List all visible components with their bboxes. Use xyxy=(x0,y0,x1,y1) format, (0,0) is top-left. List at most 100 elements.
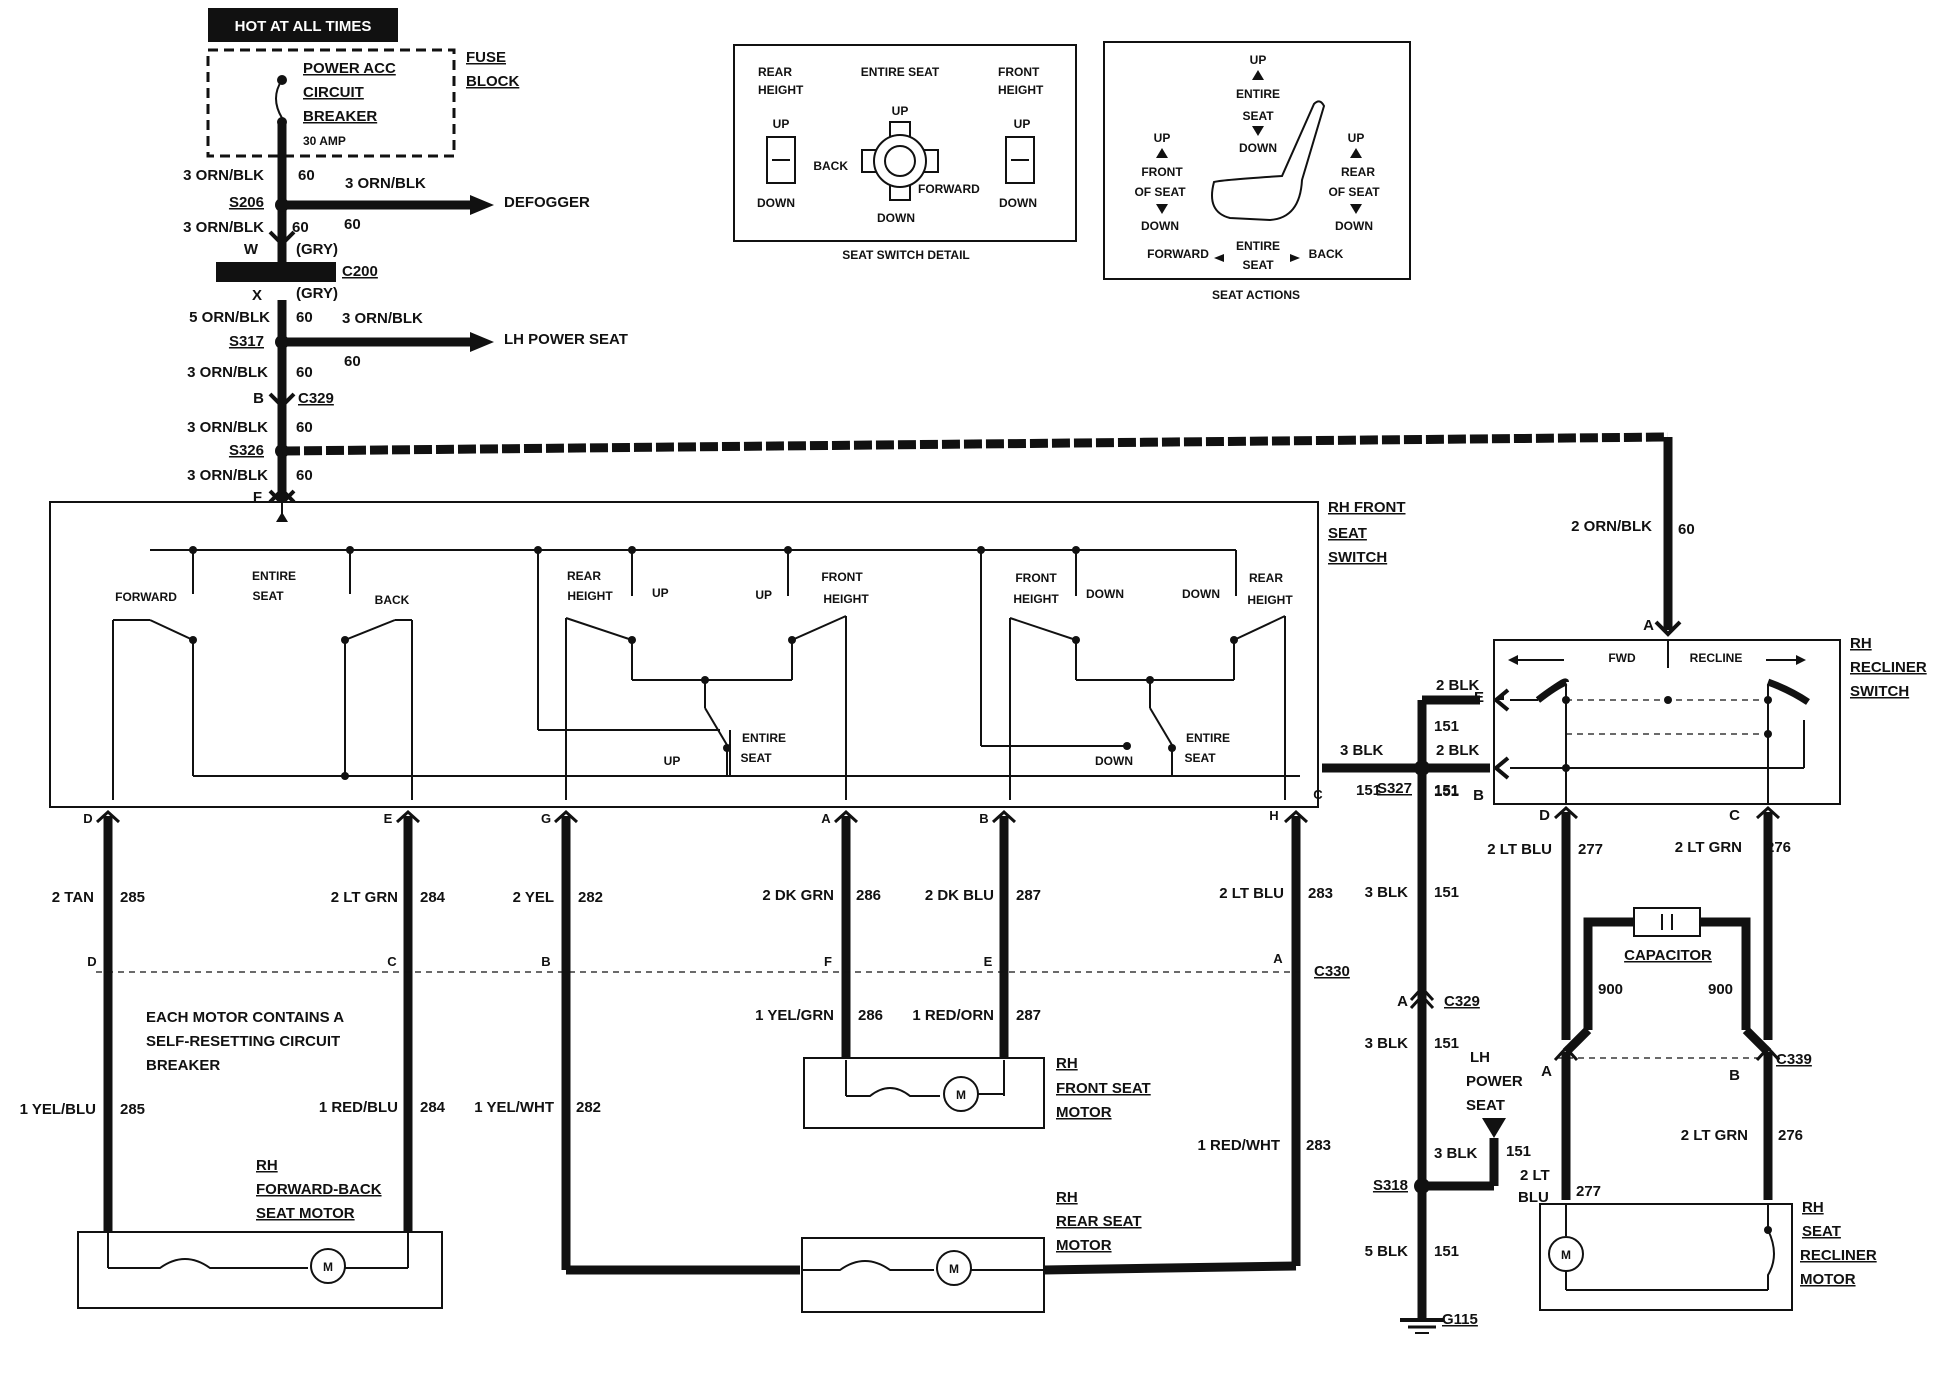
fuse-block: POWER ACC CIRCUIT BREAKER 30 AMP FUSE BL… xyxy=(206,48,519,158)
svg-text:900: 900 xyxy=(1598,981,1623,998)
svg-text:OF SEAT: OF SEAT xyxy=(1134,185,1186,199)
svg-text:E: E xyxy=(384,811,393,826)
svg-text:DOWN: DOWN xyxy=(1335,219,1373,233)
svg-text:DOWN: DOWN xyxy=(1095,754,1133,768)
rh-recliner-switch: RH RECLINER SWITCH FWD RECLINE E B 2 BLK… xyxy=(1434,635,1927,824)
svg-text:G115: G115 xyxy=(1442,1311,1478,1328)
svg-text:DOWN: DOWN xyxy=(1141,219,1179,233)
svg-text:X: X xyxy=(252,287,262,304)
svg-text:UP: UP xyxy=(892,104,909,118)
svg-text:BLU: BLU xyxy=(1518,1189,1549,1206)
svg-text:60: 60 xyxy=(344,353,361,370)
svg-text:SEAT: SEAT xyxy=(1328,525,1367,542)
svg-text:UP: UP xyxy=(1014,117,1031,131)
feed-labels: 3 ORN/BLK 60 S206 3 ORN/BLK DEFOGGER 3 O… xyxy=(183,167,628,506)
svg-text:RH: RH xyxy=(1056,1055,1078,1072)
svg-text:DOWN: DOWN xyxy=(1182,587,1220,601)
svg-text:OF SEAT: OF SEAT xyxy=(1328,185,1380,199)
svg-text:151: 151 xyxy=(1356,782,1381,799)
main-feed-wire xyxy=(268,122,296,506)
svg-text:UP: UP xyxy=(773,117,790,131)
svg-text:60: 60 xyxy=(296,419,313,436)
svg-text:H: H xyxy=(1269,808,1278,823)
c200-connector: C200 xyxy=(216,262,378,282)
svg-text:60: 60 xyxy=(1678,521,1695,538)
svg-text:G: G xyxy=(541,811,551,826)
svg-text:POWER ACC: POWER ACC xyxy=(303,60,396,77)
svg-text:ENTIRE: ENTIRE xyxy=(1236,239,1280,253)
svg-text:B: B xyxy=(1729,1067,1740,1084)
svg-text:SELF-RESETTING CIRCUIT: SELF-RESETTING CIRCUIT xyxy=(146,1033,340,1050)
svg-text:FORWARD-BACK: FORWARD-BACK xyxy=(256,1181,382,1198)
svg-text:HEIGHT: HEIGHT xyxy=(998,83,1044,97)
svg-text:RECLINE: RECLINE xyxy=(1690,651,1743,665)
svg-text:A: A xyxy=(1541,1063,1552,1080)
svg-text:151: 151 xyxy=(1434,783,1459,800)
motor-note: EACH MOTOR CONTAINS A xyxy=(146,1009,344,1026)
svg-text:DOWN: DOWN xyxy=(757,196,795,210)
svg-text:UP: UP xyxy=(664,754,681,768)
rh-front-seat-motor: M RH FRONT SEAT MOTOR xyxy=(803,1055,1151,1129)
svg-text:A: A xyxy=(1397,993,1408,1010)
svg-text:LH POWER SEAT: LH POWER SEAT xyxy=(504,331,628,348)
svg-text:3 BLK: 3 BLK xyxy=(1365,884,1409,901)
c330-connector: D C B F E A C330 xyxy=(87,951,1350,980)
svg-text:HEIGHT: HEIGHT xyxy=(823,592,869,606)
svg-text:283: 283 xyxy=(1306,1137,1331,1154)
svg-text:SEAT: SEAT xyxy=(740,751,772,765)
svg-text:S317: S317 xyxy=(229,333,264,350)
svg-text:(GRY): (GRY) xyxy=(296,285,338,302)
svg-text:3 ORN/BLK: 3 ORN/BLK xyxy=(345,175,426,192)
svg-text:284: 284 xyxy=(420,889,446,906)
svg-text:RECLINER: RECLINER xyxy=(1850,659,1927,676)
svg-text:276: 276 xyxy=(1778,1127,1803,1144)
svg-text:BACK: BACK xyxy=(1309,247,1344,261)
svg-text:(GRY): (GRY) xyxy=(296,241,338,258)
recliner-motor-wires: CAPACITOR 900 900 2 LT BLU 277 2 LT GRN … xyxy=(1487,805,1812,1206)
svg-text:SEAT: SEAT xyxy=(1466,1097,1505,1114)
svg-text:2 BLK: 2 BLK xyxy=(1436,742,1480,759)
svg-text:MOTOR: MOTOR xyxy=(1056,1104,1112,1121)
svg-text:283: 283 xyxy=(1308,885,1333,902)
svg-text:1 RED/BLU: 1 RED/BLU xyxy=(319,1099,398,1116)
svg-text:277: 277 xyxy=(1576,1183,1601,1200)
svg-text:REAR: REAR xyxy=(1249,571,1283,585)
svg-text:FRONT: FRONT xyxy=(1015,571,1057,585)
svg-text:5 BLK: 5 BLK xyxy=(1365,1243,1409,1260)
svg-text:2 ORN/BLK: 2 ORN/BLK xyxy=(1571,518,1652,535)
seat-actions-panel: UP ENTIRE SEAT DOWN UP FRONT OF SEAT DOW… xyxy=(1103,41,1411,302)
svg-text:UP: UP xyxy=(1250,53,1267,67)
svg-text:BREAKER: BREAKER xyxy=(303,108,377,125)
svg-text:S318: S318 xyxy=(1373,1177,1408,1194)
svg-text:SWITCH: SWITCH xyxy=(1328,549,1387,566)
svg-text:60: 60 xyxy=(344,216,361,233)
svg-text:RH: RH xyxy=(1802,1199,1824,1216)
svg-text:ENTIRE: ENTIRE xyxy=(742,731,786,745)
svg-text:FORWARD: FORWARD xyxy=(918,182,980,196)
svg-text:HOT AT ALL TIMES: HOT AT ALL TIMES xyxy=(235,18,372,35)
svg-text:60: 60 xyxy=(298,167,315,184)
svg-text:2 TAN: 2 TAN xyxy=(52,889,94,906)
svg-text:F: F xyxy=(824,954,832,969)
rh-front-seat-switch: RH FRONT SEAT SWITCH FORWARD ENTIRE SEAT… xyxy=(49,499,1406,826)
svg-text:FRONT: FRONT xyxy=(1141,165,1183,179)
svg-text:3 BLK: 3 BLK xyxy=(1340,742,1384,759)
svg-text:SEAT: SEAT xyxy=(1242,258,1274,272)
svg-text:C329: C329 xyxy=(298,390,334,407)
svg-text:HEIGHT: HEIGHT xyxy=(1247,593,1293,607)
svg-text:REAR SEAT: REAR SEAT xyxy=(1056,1213,1142,1230)
svg-text:3 ORN/BLK: 3 ORN/BLK xyxy=(183,219,264,236)
svg-text:151: 151 xyxy=(1434,782,1459,799)
svg-text:MOTOR: MOTOR xyxy=(1056,1237,1112,1254)
svg-text:S206: S206 xyxy=(229,194,264,211)
svg-text:3 ORN/BLK: 3 ORN/BLK xyxy=(183,167,264,184)
rh-rear-seat-motor: M RH REAR SEAT MOTOR xyxy=(801,1189,1142,1313)
svg-text:2 DK GRN: 2 DK GRN xyxy=(762,887,834,904)
svg-text:BLOCK: BLOCK xyxy=(466,73,519,90)
hot-at-all-times-banner: HOT AT ALL TIMES xyxy=(208,8,398,42)
svg-text:3 BLK: 3 BLK xyxy=(1365,1035,1409,1052)
svg-text:3 ORN/BLK: 3 ORN/BLK xyxy=(342,310,423,327)
svg-text:285: 285 xyxy=(120,1101,145,1118)
svg-text:C329: C329 xyxy=(1444,993,1480,1010)
svg-text:RH: RH xyxy=(1850,635,1872,652)
